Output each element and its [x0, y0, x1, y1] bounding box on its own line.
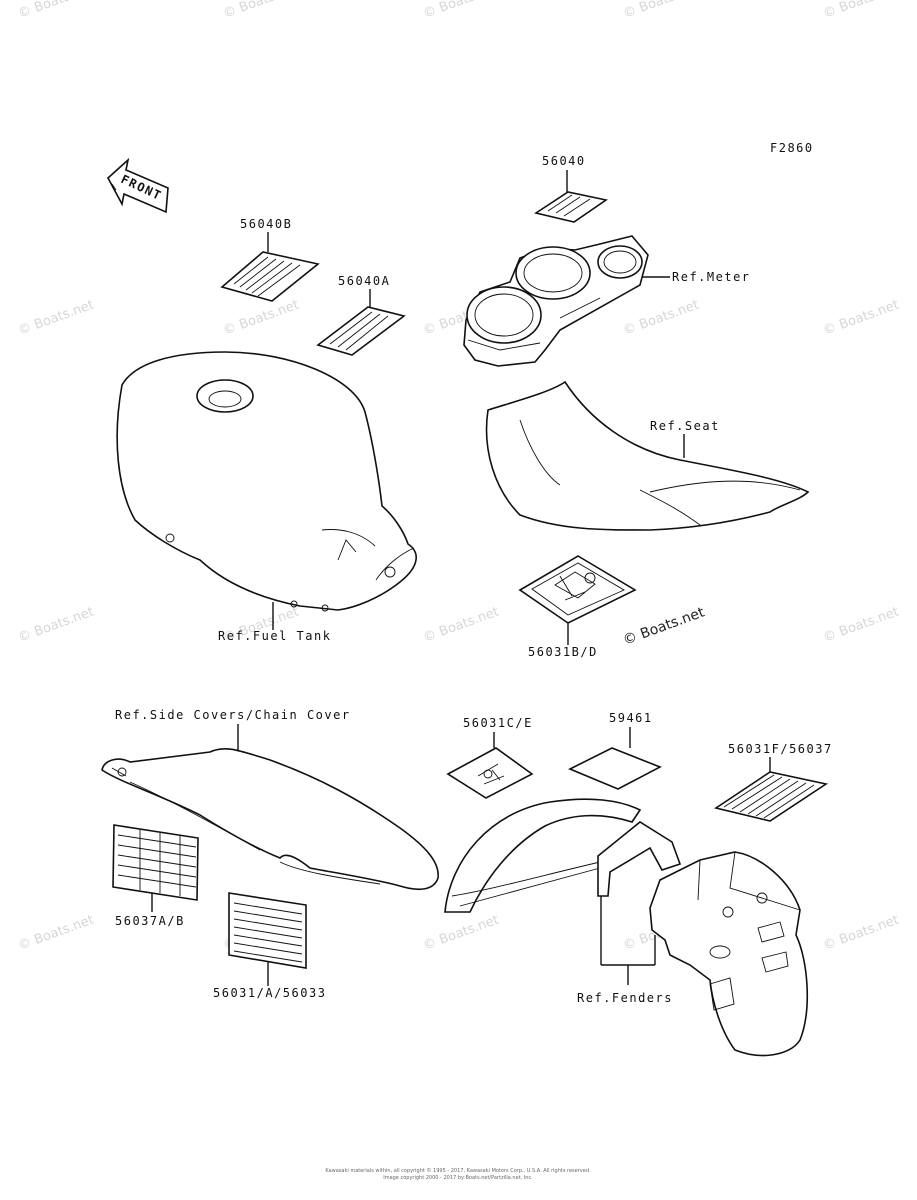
label-56031bd: 56031B/D [528, 645, 598, 659]
decal-56037ab [112, 824, 199, 901]
watermark-text: © Boats.net [221, 0, 301, 22]
label-56040b: 56040B [240, 217, 292, 231]
decal-56040 [534, 191, 608, 223]
meter-assembly [463, 235, 649, 367]
label-56031-a-56033: 56031/A/56033 [213, 986, 326, 1000]
footer-image-copyright: Image copyright 2000 - 2017 by Boats.net… [383, 1175, 533, 1181]
fenders-leader [600, 896, 656, 985]
label-56040: 56040 [542, 154, 586, 168]
watermark-text: © Boats.net [421, 913, 501, 954]
decal-56031-a-56033 [228, 892, 307, 969]
watermark-copyright: © Boats.net [621, 604, 707, 648]
watermark-text: © Boats.net [16, 605, 96, 646]
watermark-text: © Boats.net [421, 0, 501, 22]
decal-56040b [220, 251, 320, 302]
decal-56040a [316, 306, 406, 356]
label-56031f-56037: 56031F/56037 [728, 742, 833, 756]
figure-code: F2860 [770, 141, 814, 155]
watermark-text: © Boats.net [421, 605, 501, 646]
label-ref-side-covers: Ref.Side Covers/Chain Cover [115, 708, 351, 722]
label-ref-meter: Ref.Meter [672, 270, 751, 284]
label-56031ce: 56031C/E [463, 716, 533, 730]
watermark-text: © Boats.net [621, 298, 701, 339]
front-fender [444, 798, 682, 913]
watermark-text: © Boats.net [221, 298, 301, 339]
footer-copyright: Kawasaki materials within, all copyright… [325, 1167, 591, 1174]
label-ref-seat: Ref.Seat [650, 419, 720, 433]
label-ref-fenders: Ref.Fenders [577, 991, 673, 1005]
label-ref-fuel-tank: Ref.Fuel Tank [218, 629, 331, 643]
watermark-text: © Boats.net [16, 913, 96, 954]
decal-56031f-56037 [714, 771, 829, 822]
watermark-text: © Boats.net [16, 0, 96, 22]
seat [485, 380, 810, 531]
decal-56031ce [446, 747, 534, 799]
watermark-text: © Boats.net [821, 0, 901, 22]
decal-56031bd [518, 555, 637, 624]
side-cover [101, 747, 439, 891]
label-56037ab: 56037A/B [115, 914, 185, 928]
fuel-tank [116, 351, 417, 612]
front-arrow-icon: FRONT [106, 157, 169, 214]
watermark-text: © Boats.net [16, 298, 96, 339]
label-59461: 59461 [609, 711, 653, 725]
label-56040a: 56040A [338, 274, 390, 288]
rear-fender [649, 851, 808, 1057]
decal-59461 [568, 747, 662, 790]
watermark-text: © Boats.net [821, 298, 901, 339]
watermark-text: © Boats.net [821, 605, 901, 646]
watermark-text: © Boats.net [821, 913, 901, 954]
watermark-text: © Boats.net [621, 0, 701, 22]
